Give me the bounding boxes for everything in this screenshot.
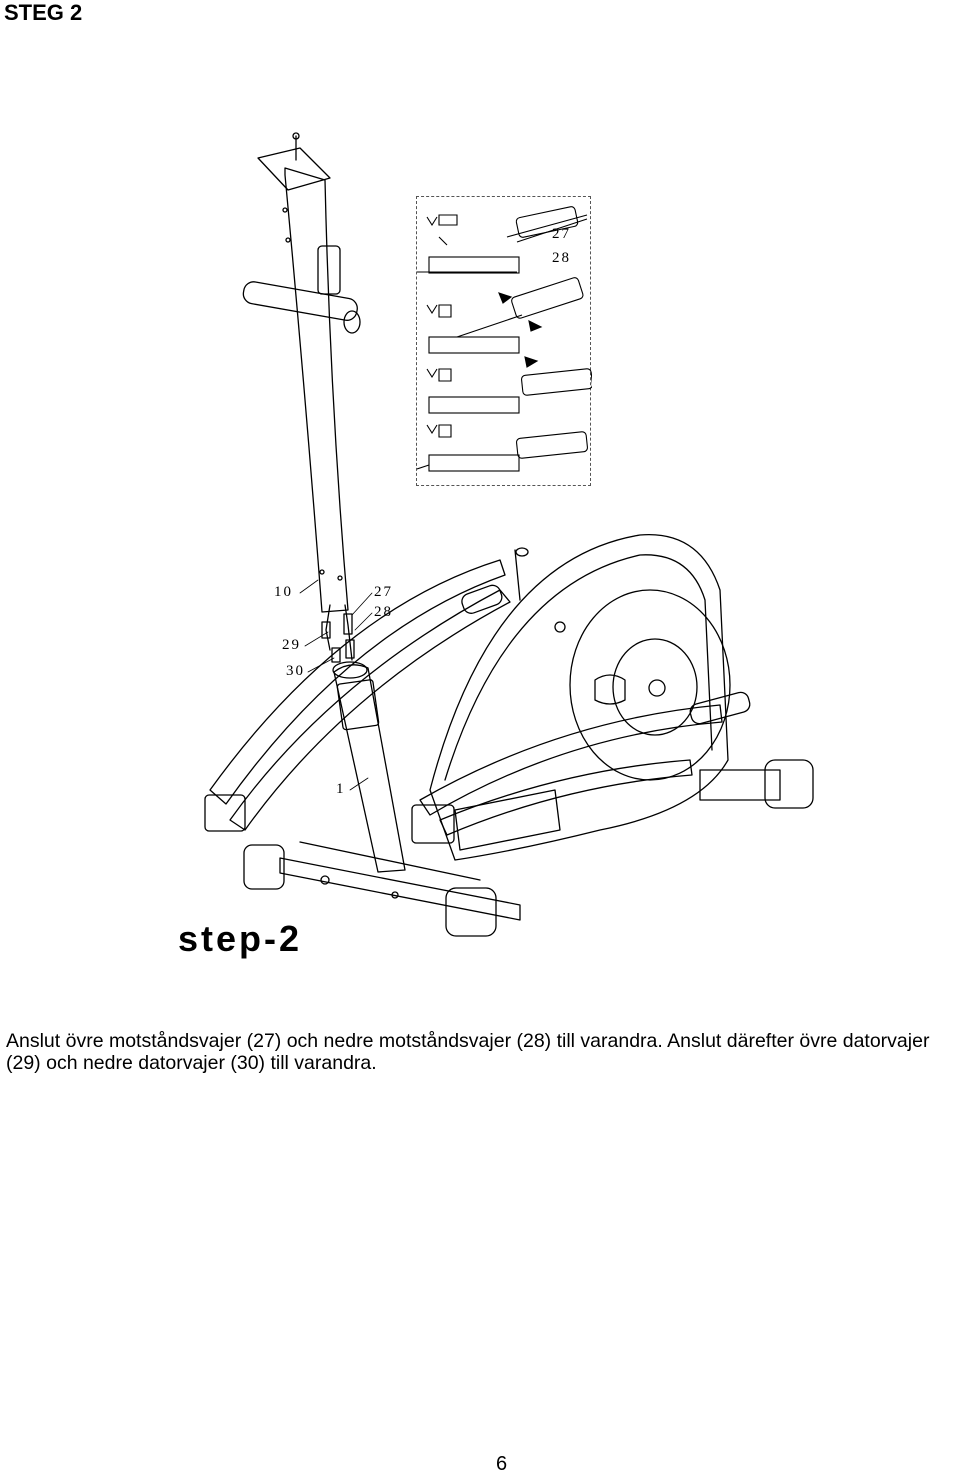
part-label-10: 10 xyxy=(274,584,293,600)
upright-tube-10 xyxy=(242,132,361,613)
part-label-30: 30 xyxy=(286,663,305,679)
part-label-27: 27 xyxy=(374,584,393,600)
cable-detail-inset xyxy=(416,196,594,486)
front-stabilizer xyxy=(699,759,814,809)
connection-stage-1 xyxy=(417,206,588,274)
inset-label-28: 28 xyxy=(552,250,571,266)
connection-stage-3 xyxy=(426,368,594,414)
cable-connection-sequence xyxy=(416,206,594,472)
assembly-illustration xyxy=(204,132,814,937)
cable-connectors xyxy=(321,604,355,663)
page-number: 6 xyxy=(496,1453,508,1475)
base-frame xyxy=(243,841,521,937)
step-label: step-2 xyxy=(178,918,303,959)
connection-stage-2 xyxy=(426,277,584,368)
connection-stage-4 xyxy=(416,424,589,472)
inset-label-27: 27 xyxy=(552,226,571,242)
part-label-29: 29 xyxy=(282,637,301,653)
pedal-arms xyxy=(204,547,751,844)
instruction-text: Anslut övre motståndsvajer (27) och nedr… xyxy=(6,1030,930,1074)
part-label-28: 28 xyxy=(374,604,393,620)
lower-upright-tube xyxy=(332,661,406,873)
leader-lines xyxy=(299,579,373,791)
flywheel-cover xyxy=(429,533,731,861)
part-label-1: 1 xyxy=(336,781,346,797)
page-heading: STEG 2 xyxy=(4,0,83,25)
